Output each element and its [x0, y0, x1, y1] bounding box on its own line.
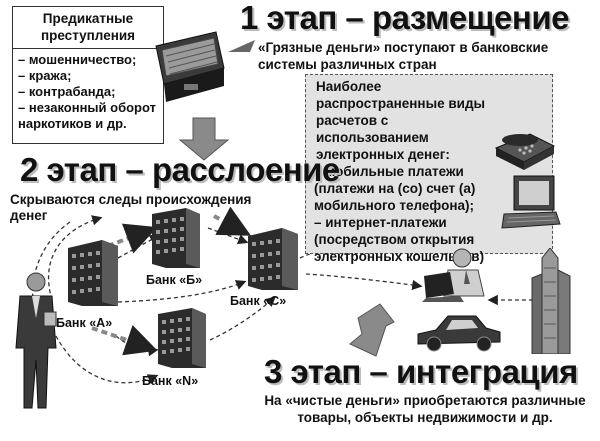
predicate-crimes-box: Предикатные преступления – мошенничество…: [12, 6, 164, 144]
predicate-item-1: – мошенничество;: [18, 52, 137, 67]
link-a-c: [117, 280, 247, 303]
bank-b-label: Банк «Б»: [146, 273, 203, 287]
stage2-description: Скрываются следы происхождения денег: [10, 192, 252, 223]
payments-heading: Наиболее распространенные виды расчетов …: [316, 79, 486, 162]
link-bank-n-c: [209, 296, 276, 341]
payments-item-mobile: – мобильные платежи (платежи на (со) сче…: [314, 164, 476, 213]
man-at-laptop-image: [420, 244, 492, 304]
bank-b-building: [150, 206, 202, 270]
fat-arrow-b-c: [213, 206, 252, 236]
car-image: [414, 308, 504, 354]
payments-list: – мобильные платежи (платежи на (со) сче…: [306, 163, 505, 265]
bank-a-label: Банк «А»: [56, 316, 113, 330]
predicate-heading: Предикатные преступления: [13, 7, 163, 49]
predicate-item-4: – незаконный оборот наркотиков и др.: [18, 100, 156, 131]
fat-arrow-a-b: [107, 223, 158, 254]
link-bank-b-c: [207, 227, 249, 245]
skyscraper-image: [528, 248, 574, 354]
pointer-arrow: [228, 40, 255, 52]
fat-arrow-a-n: [91, 325, 158, 356]
predicate-list: – мошенничество; – кража; – контрабанда;…: [13, 49, 163, 135]
telephone-image: [490, 128, 560, 174]
bank-n-label: Банк «N»: [142, 374, 199, 388]
bank-n-building: [156, 306, 208, 370]
predicate-item-2: – кража;: [18, 68, 72, 83]
stage1-description: «Грязные деньги» поступают в банковские …: [258, 40, 549, 72]
bank-c-building: [246, 226, 300, 292]
link-person-n: [55, 335, 159, 384]
bank-c-label: Банк «С»: [230, 294, 287, 308]
bank-a-building: [66, 238, 120, 308]
stage1-title: 1 этап – размещение: [240, 0, 569, 36]
payments-item-internet: – интернет-платежи (посредством открытия…: [314, 215, 485, 264]
money-suitcase-image: [152, 24, 228, 104]
stage3-description: На «чистые деньги» приобретаются различн…: [264, 393, 586, 425]
link-c-laptop: [305, 273, 423, 291]
businessman-figure: [10, 268, 60, 416]
stage2-title: 2 этап – расслоение: [20, 151, 340, 188]
down-arrow: [178, 117, 230, 161]
predicate-item-3: – контрабанда;: [18, 84, 116, 99]
computer-image: [500, 172, 562, 234]
stage3-arrow: [349, 303, 395, 357]
link-person-a: [47, 215, 103, 301]
stage3-title: 3 этап – интеграция: [264, 353, 578, 390]
